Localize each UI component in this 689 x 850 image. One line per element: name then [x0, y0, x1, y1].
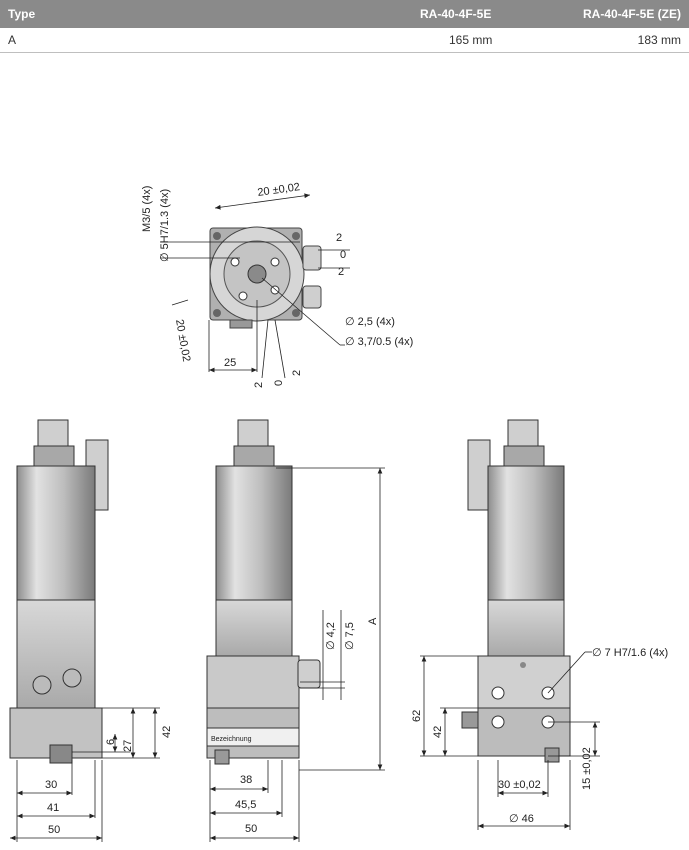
label-A: A — [367, 617, 379, 625]
header-col2: RA-40-4F-5E (ZE) — [582, 7, 681, 21]
label-d42: ∅ 4,2 — [325, 622, 337, 650]
label-2c: 2 — [253, 382, 265, 388]
label-15: 15 ±0,02 — [581, 747, 593, 790]
top-fitting — [302, 285, 322, 309]
top-hole-icon — [270, 257, 280, 267]
gear-housing — [16, 599, 96, 709]
label-50: 50 — [48, 824, 60, 836]
top-hole-icon — [230, 257, 240, 267]
row-value-1: 165 mm — [449, 33, 493, 47]
label-42: 42 — [161, 726, 173, 738]
label-0a: 0 — [340, 249, 346, 261]
label-455: 45,5 — [235, 799, 256, 811]
gear-housing — [487, 599, 565, 657]
label-right-42: 42 — [432, 726, 444, 738]
label-6: 6 — [105, 739, 117, 745]
top-view: M3/5 (4x) ∅ 5H7/1.3 (4x) 20 ±0,02 20 ±0,… — [141, 181, 413, 388]
mount-hole-icon — [491, 686, 505, 700]
label-hole: ∅ 5H7/1.3 (4x) — [159, 189, 171, 262]
side-fitting — [297, 659, 321, 689]
table-row: A 165 mm 183 mm — [0, 28, 689, 53]
top-connector — [229, 319, 253, 329]
label-2a: 2 — [336, 232, 342, 244]
label-0b: 0 — [273, 380, 285, 386]
mount-hole-icon — [491, 715, 505, 729]
top-fitting — [302, 245, 322, 271]
screw-icon — [292, 309, 300, 317]
table-header: Type RA-40-4F-5E RA-40-4F-5E (ZE) — [0, 0, 689, 28]
label-41: 41 — [47, 802, 59, 814]
label-38: 38 — [240, 774, 252, 786]
side-fitting — [461, 711, 479, 729]
right-view: 62 42 30 ±0,02 ∅ 46 15 ±0,02 ∅ 7 H7/1.6 … — [411, 419, 668, 830]
left-view: 30 41 50 6 27 42 — [9, 419, 173, 842]
label-2d: 2 — [291, 370, 303, 376]
base-fitting — [544, 747, 560, 763]
base-fitting — [49, 744, 73, 764]
screw-icon — [213, 232, 221, 240]
label-d25: ∅ 2,5 (4x) — [345, 316, 395, 328]
motor-cap — [233, 445, 275, 467]
type-plate — [206, 727, 300, 747]
motor-cap — [503, 445, 545, 467]
label-d75: ∅ 7,5 — [344, 622, 356, 650]
label-m3: M3/5 (4x) — [141, 186, 153, 232]
label-62: 62 — [411, 710, 423, 722]
label-20a: 20 ±0,02 — [257, 181, 301, 199]
base-fitting — [214, 749, 230, 765]
motor-body — [487, 465, 565, 601]
label-20b: 20 ±0,02 — [173, 318, 192, 362]
air-fitting-icon — [32, 675, 52, 695]
middle-view: Bezeichnung 38 45,5 50 ∅ 4,2 ∅ 7,5 A — [206, 419, 385, 842]
label-d7: ∅ 7 H7/1.6 (4x) — [592, 647, 668, 659]
dimension-table: Type RA-40-4F-5E RA-40-4F-5E (ZE) A 165 … — [0, 0, 689, 53]
gear-housing — [215, 599, 293, 657]
screw-icon — [213, 309, 221, 317]
label-25: 25 — [224, 357, 236, 369]
top-hole-icon — [238, 291, 248, 301]
header-type: Type — [8, 7, 36, 21]
motor-body — [16, 465, 96, 601]
motor-body — [215, 465, 293, 601]
label-right-30: 30 ±0,02 — [498, 779, 541, 791]
type-plate-text: Bezeichnung — [211, 736, 252, 743]
top-center-bore — [247, 264, 267, 284]
row-value-2: 183 mm — [637, 33, 681, 47]
label-d37: ∅ 3,7/0.5 (4x) — [345, 336, 413, 348]
header-col1: RA-40-4F-5E — [420, 7, 492, 21]
label-30: 30 — [45, 779, 57, 791]
label-d46: ∅ 46 — [509, 813, 534, 825]
rotary-block — [206, 655, 300, 709]
label-mid-50: 50 — [245, 823, 257, 835]
top-hole-icon — [270, 285, 280, 295]
valve-block — [467, 439, 491, 511]
pin-icon — [520, 662, 526, 668]
label-27: 27 — [122, 740, 134, 752]
motor-cap — [33, 445, 75, 467]
screw-icon — [292, 232, 300, 240]
air-fitting-icon — [62, 668, 82, 688]
row-label: A — [8, 33, 17, 47]
label-2b: 2 — [338, 266, 344, 278]
